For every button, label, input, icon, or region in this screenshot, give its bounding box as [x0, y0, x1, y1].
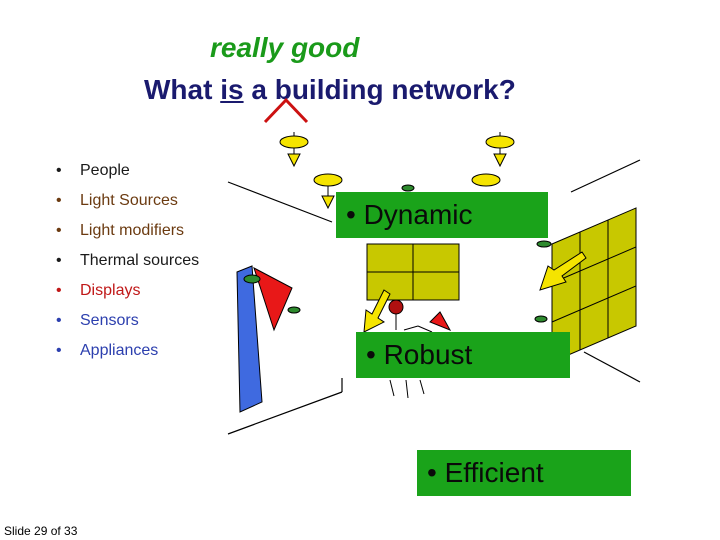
window-panel [366, 243, 460, 301]
property-box-efficient: • Efficient [417, 450, 631, 496]
title-underlined-word: is [220, 74, 244, 105]
edit-note: really good [210, 32, 360, 63]
room-outline [227, 159, 641, 435]
insertion-caret-icon [263, 97, 309, 124]
bullet-dot: • [56, 282, 62, 299]
appliance-red-icon [429, 311, 452, 331]
person-head-icon [388, 299, 404, 315]
bullet-dot: • [56, 222, 62, 239]
bullet-dot: • [56, 342, 62, 359]
bullet-text: Light Sources [80, 192, 178, 209]
property-box-dynamic: • Dynamic [336, 192, 548, 238]
bullet-dot: • [56, 252, 62, 269]
slide-counter: Slide 29 of 33 [4, 524, 78, 538]
ceiling-lamp-3 [313, 173, 343, 210]
bullet-text: Appliances [80, 342, 159, 359]
ceiling-lamp-2 [485, 132, 515, 168]
sensors [243, 184, 552, 323]
wall-display-red-icon [253, 266, 293, 332]
property-box-robust: • Robust [356, 332, 570, 378]
title-part-after: a building network? [243, 74, 516, 105]
ceiling-lamp-1 [279, 132, 309, 168]
title-part-before: What [144, 74, 221, 105]
bullet-text: Sensors [80, 312, 139, 329]
slide-title: What is a building network? [144, 74, 516, 106]
bullet-text: Displays [80, 282, 141, 299]
bullet-text: People [80, 162, 130, 179]
ceiling-lamp-4 [471, 173, 501, 187]
bullet-dot: • [56, 162, 62, 179]
bullet-dot: • [56, 192, 62, 209]
bullet-text: Thermal sources [80, 252, 200, 269]
chair-icon [389, 325, 433, 399]
bullet-text: Light modifiers [80, 222, 185, 239]
wall-display [236, 265, 263, 413]
light-arrow-icon [363, 289, 391, 333]
bullet-dot: • [56, 312, 62, 329]
light-arrow-icon [539, 251, 587, 291]
right-window-panel [551, 207, 637, 363]
